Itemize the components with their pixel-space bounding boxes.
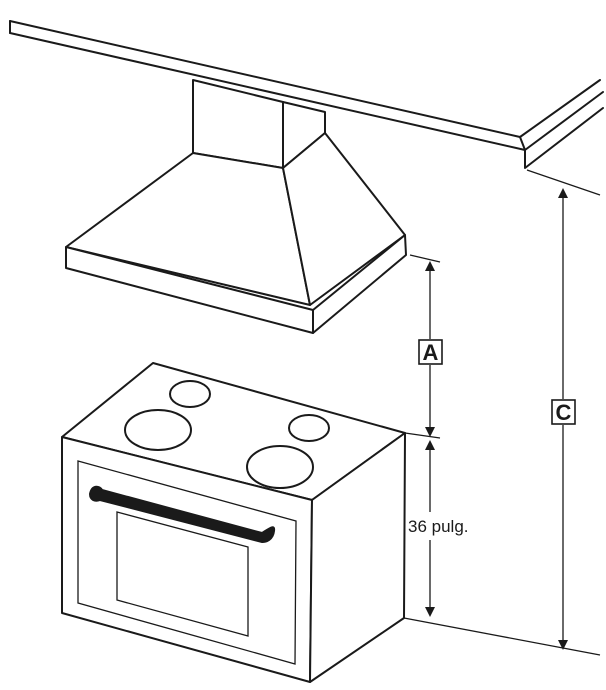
dim-36-label: 36 pulg. xyxy=(408,517,469,536)
ceiling-thickness xyxy=(524,107,604,169)
ext-cooktop xyxy=(404,432,441,439)
hood-rim-side xyxy=(312,234,407,334)
hood-rim-edge xyxy=(65,234,406,306)
range xyxy=(61,362,406,683)
ext-hood-bottom xyxy=(409,254,441,263)
burner-back-right xyxy=(288,414,330,442)
dim-a-label: A xyxy=(423,340,439,365)
ceiling xyxy=(9,20,604,169)
dim-c-label: C xyxy=(556,400,572,425)
dim-a-label-box xyxy=(418,339,443,365)
oven-door-frame xyxy=(77,460,297,665)
ext-floor xyxy=(403,617,601,656)
ext-ceiling xyxy=(526,169,601,196)
burner-back-left xyxy=(169,380,211,408)
burner-front-left xyxy=(124,409,192,451)
oven-window xyxy=(116,511,249,637)
dimension-c: C xyxy=(551,188,576,650)
range-hood xyxy=(65,79,407,334)
oven-handle xyxy=(88,485,276,544)
ceiling-corner xyxy=(519,136,526,151)
dimension-cooktop-height: 36 pulg. xyxy=(408,440,469,617)
dimension-a: A xyxy=(418,261,443,437)
dim-c-label-box xyxy=(551,399,576,425)
burner-front-right xyxy=(246,445,314,489)
